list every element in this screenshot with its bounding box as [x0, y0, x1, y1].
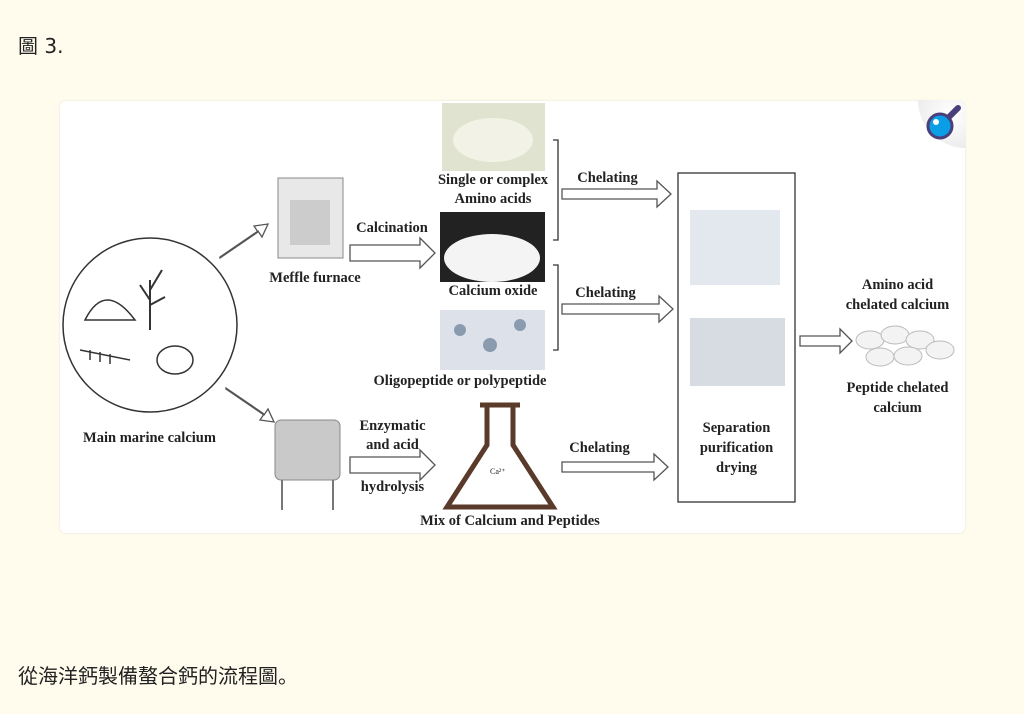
separation-label-3: drying — [715, 460, 758, 476]
furnace-label: Meffle furnace — [269, 270, 361, 286]
figure-caption: 從海洋鈣製備螯合鈣的流程圖。 — [18, 664, 298, 688]
amino-acid-label-1: Single or complex — [437, 172, 549, 188]
amino-output-label-1: Amino acid — [861, 277, 934, 293]
peptide-output-label-1: Peptide chelated — [846, 380, 949, 396]
peptide-output-label-2: calcium — [873, 400, 922, 416]
dryer-machine-image — [690, 318, 785, 386]
mix-label: Mix of Calcium and Peptides — [420, 513, 600, 529]
and-acid-label: and acid — [366, 437, 419, 453]
shell-icon — [83, 299, 137, 321]
chelating-label-1: Chelating — [577, 170, 638, 186]
separation-label-2: purification — [699, 440, 774, 456]
hydrolysis-tank-image — [274, 419, 341, 481]
figure-title: 圖 3. — [18, 34, 64, 58]
fish-bone-icon — [79, 349, 131, 364]
source-label: Main marine calcium — [83, 430, 216, 446]
marine-source-circle — [62, 237, 238, 413]
separator-machine-image — [690, 210, 780, 285]
enzymatic-label: Enzymatic — [359, 418, 426, 434]
coral-icon — [139, 269, 166, 330]
zoom-button[interactable] — [918, 100, 966, 148]
flow-arrows — [219, 179, 853, 482]
crab-icon — [156, 345, 194, 375]
hydrolysis-label: hydrolysis — [360, 479, 425, 495]
amino-output-label-2: chelated calcium — [845, 297, 950, 313]
separation-box — [677, 172, 796, 503]
chelated-calcium-pills-image — [855, 325, 955, 367]
calcium-oxide-label: Calcium oxide — [448, 283, 538, 299]
oligopeptide-label: Oligopeptide or polypeptide — [373, 373, 547, 389]
chelating-label-2: Chelating — [575, 285, 636, 301]
calcination-label: Calcination — [356, 220, 428, 236]
magnifier-icon — [926, 105, 961, 140]
amino-acid-label-2: Amino acids — [454, 191, 532, 207]
flask-image — [442, 402, 558, 510]
flask-ca-label: Ca²⁺ — [490, 467, 506, 476]
separation-label-1: Separation — [702, 420, 771, 436]
chelating-label-3: Chelating — [569, 440, 630, 456]
